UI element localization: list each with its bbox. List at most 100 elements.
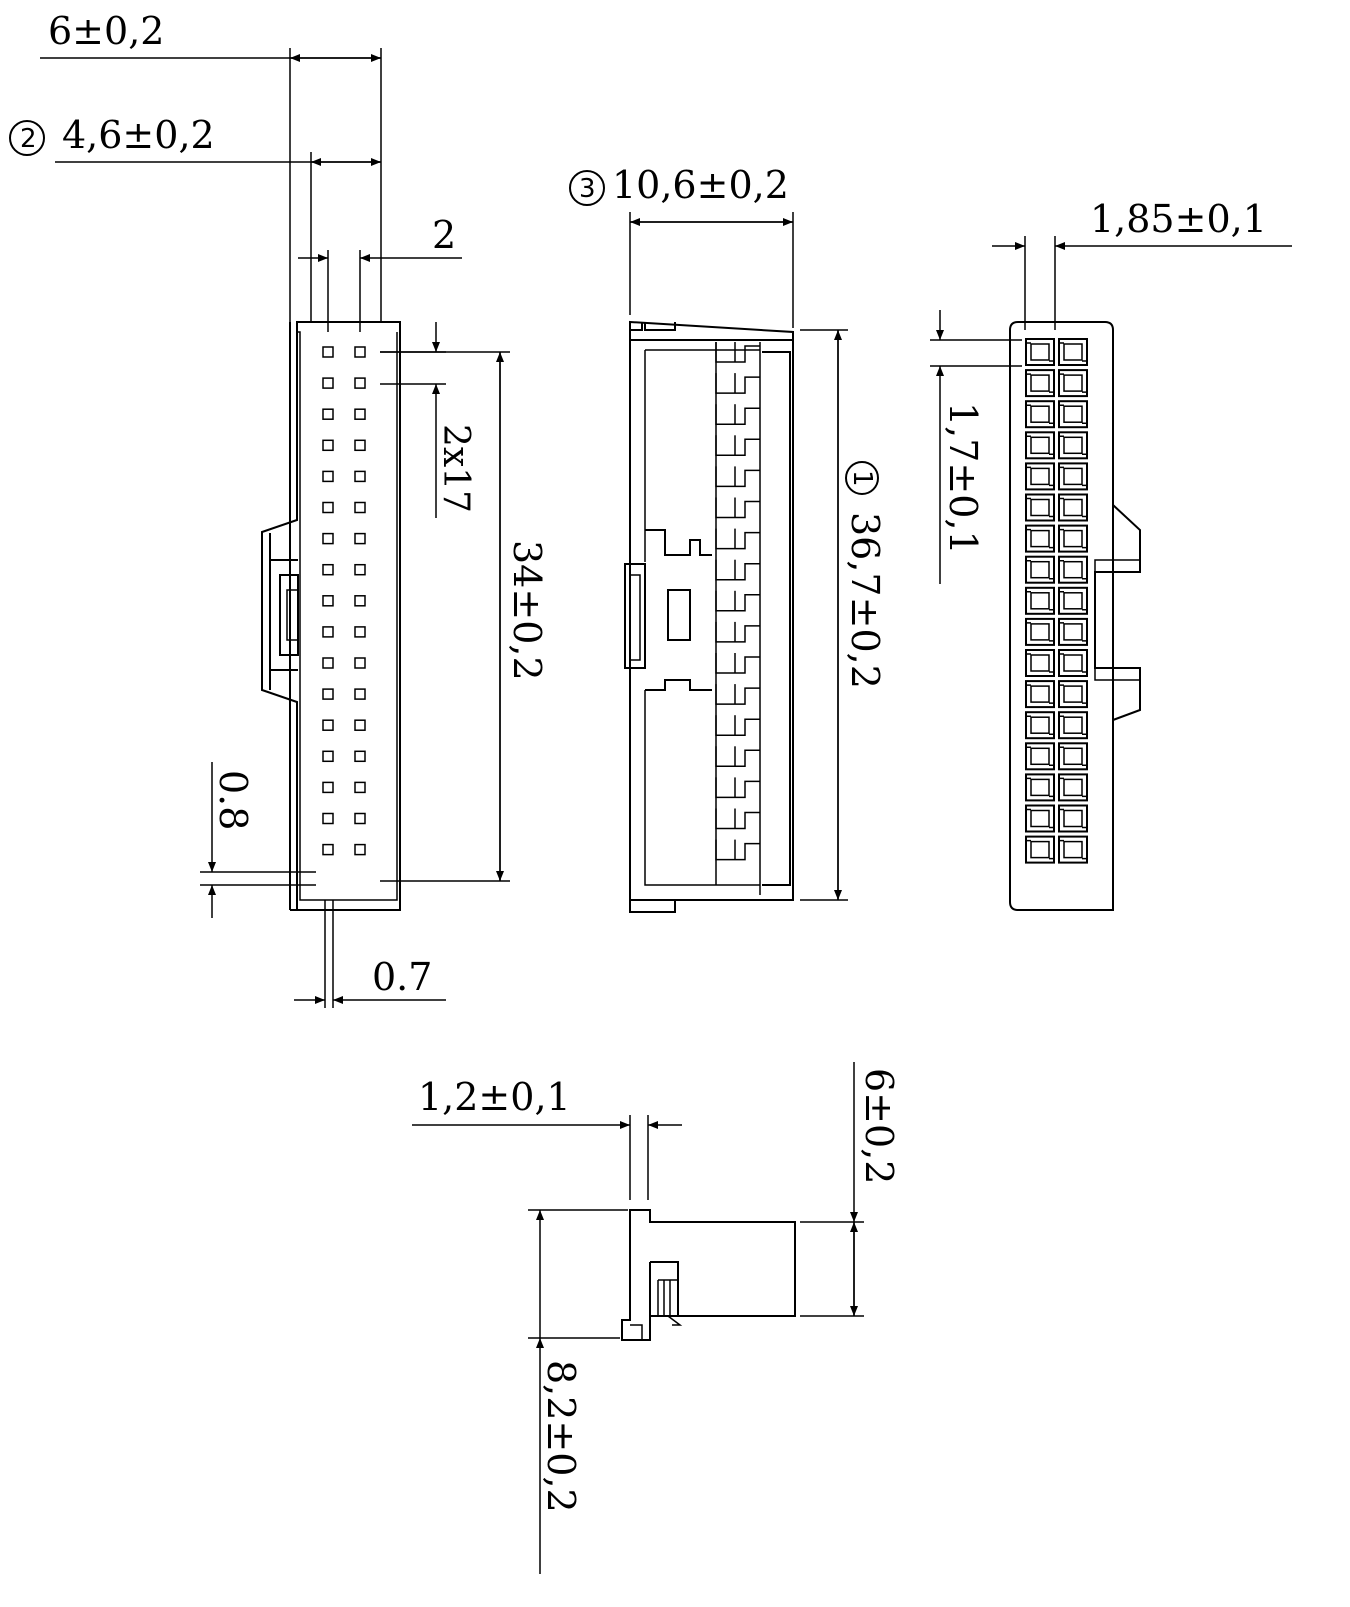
contact-cell-inner bbox=[1063, 436, 1083, 455]
contact-cell-inner bbox=[1030, 529, 1050, 548]
dim-overall-width: 6±0,2 bbox=[40, 9, 382, 322]
contact-cell-inner bbox=[1030, 840, 1050, 859]
pin-hole bbox=[322, 781, 334, 794]
contact-tooth bbox=[715, 466, 760, 488]
contact-cell bbox=[1058, 338, 1088, 366]
contact-cell bbox=[1025, 742, 1055, 771]
contact-cell bbox=[1058, 617, 1088, 646]
dim-inner-width: 2 4,6±0,2 bbox=[9, 113, 381, 322]
contact-cell-key bbox=[1026, 777, 1054, 798]
ref-circle-1-num: 1 bbox=[847, 470, 877, 487]
dim-offset-bottom: 0.8 bbox=[200, 762, 316, 918]
pin-hole bbox=[322, 595, 334, 607]
contact-cell-key bbox=[1026, 404, 1054, 424]
pin-hole bbox=[354, 408, 366, 420]
contact-cell-inner bbox=[1030, 592, 1050, 610]
contact-tooth bbox=[715, 528, 760, 550]
contact-cell-key bbox=[1026, 342, 1054, 362]
dim-depth: 3 10,6±0,2 bbox=[569, 163, 794, 328]
contact-cell bbox=[1058, 742, 1088, 771]
contact-cell-inner bbox=[1063, 592, 1083, 610]
dim-overall-width-label: 6±0,2 bbox=[48, 9, 164, 53]
contact-cell-key bbox=[1026, 591, 1054, 611]
contact-cell-key bbox=[1026, 559, 1054, 580]
contact-cell-key bbox=[1059, 435, 1087, 456]
contact-tooth bbox=[715, 746, 760, 768]
dim-pitch-x: 2 bbox=[298, 213, 462, 332]
ref-circle-2 bbox=[9, 120, 45, 156]
dim-side-height: 6±0,2 bbox=[800, 1062, 901, 1317]
contact-cell-inner bbox=[1063, 778, 1083, 797]
contact-cell-key bbox=[1026, 373, 1054, 393]
dim-side-height-label: 6±0,2 bbox=[857, 1068, 901, 1184]
contact-cell bbox=[1025, 369, 1055, 398]
dim-total-height-label: 8,2±0,2 bbox=[539, 1360, 583, 1513]
contact-tooth bbox=[715, 839, 760, 861]
contact-cell-inner bbox=[1063, 529, 1083, 548]
dim-cell-pitch-label: 1,85±0,1 bbox=[1090, 197, 1267, 241]
contact-cell bbox=[1058, 493, 1088, 522]
pin-hole bbox=[322, 346, 334, 358]
dim-length-label: 36,7±0,2 bbox=[843, 512, 887, 689]
contact-tooth bbox=[715, 435, 760, 457]
ref-circle-3-num: 3 bbox=[579, 174, 596, 204]
pin-hole bbox=[354, 750, 366, 763]
cell-grid bbox=[1025, 338, 1088, 864]
pin-hole bbox=[354, 843, 366, 856]
contact-cell-inner bbox=[1030, 467, 1050, 486]
contact-cell-key bbox=[1059, 466, 1087, 487]
contact-cell bbox=[1025, 431, 1055, 460]
pin-hole bbox=[322, 750, 334, 763]
dim-total-height: 8,2±0,2 bbox=[528, 1209, 628, 1574]
contact-cell-key bbox=[1026, 715, 1054, 735]
contact-cell-inner bbox=[1063, 467, 1083, 486]
contact-cell bbox=[1025, 555, 1055, 584]
dim-pin-size: 0.7 bbox=[294, 900, 446, 1008]
pin-hole bbox=[322, 377, 334, 389]
dim-pitch-y-label: 2x17 bbox=[435, 424, 476, 513]
contact-cell-inner bbox=[1030, 685, 1050, 703]
contact-cell-inner bbox=[1063, 685, 1083, 703]
contact-cell-key bbox=[1026, 497, 1054, 518]
side-view bbox=[624, 320, 794, 913]
pin-hole bbox=[354, 781, 366, 794]
front-view bbox=[261, 321, 401, 911]
dim-depth-label: 10,6±0,2 bbox=[612, 163, 789, 207]
ref-circle-2-num: 2 bbox=[20, 124, 37, 154]
contact-cell-key bbox=[1059, 591, 1087, 611]
pin-hole bbox=[322, 657, 334, 669]
dim-latch-width-label: 1,2±0,1 bbox=[418, 1075, 571, 1119]
contact-cell-inner bbox=[1063, 716, 1083, 734]
pin-hole bbox=[354, 439, 366, 452]
contact-tooth bbox=[715, 777, 760, 799]
contact-cell bbox=[1058, 773, 1088, 802]
contact-cell-key bbox=[1059, 622, 1087, 642]
pin-hole bbox=[322, 470, 334, 483]
pin-hole bbox=[354, 563, 366, 576]
bottom-view bbox=[621, 1209, 796, 1341]
contact-cell-key bbox=[1026, 839, 1054, 860]
contact-cell-inner bbox=[1063, 374, 1083, 392]
contact-cell bbox=[1025, 462, 1055, 491]
contact-cell-inner bbox=[1063, 498, 1083, 517]
contact-cell bbox=[1025, 400, 1055, 429]
pin-grid bbox=[322, 346, 366, 856]
dim-offset-bottom-label: 0.8 bbox=[211, 770, 255, 830]
contact-tooth bbox=[715, 808, 760, 830]
contact-cell bbox=[1058, 462, 1088, 491]
pin-hole bbox=[322, 501, 334, 514]
contact-tooth bbox=[715, 621, 760, 643]
dim-cell-pitch: 1,85±0,1 bbox=[992, 197, 1292, 330]
contact-tooth bbox=[715, 653, 760, 674]
ref-circle-1 bbox=[845, 461, 879, 495]
contact-cell bbox=[1025, 804, 1055, 833]
contact-cell-inner bbox=[1030, 778, 1050, 797]
pin-hole bbox=[354, 501, 366, 514]
contact-cell-key bbox=[1059, 808, 1087, 829]
contact-cell-key bbox=[1026, 466, 1054, 487]
pin-hole bbox=[354, 377, 366, 389]
pin-hole bbox=[354, 595, 366, 607]
contact-cell-inner bbox=[1030, 716, 1050, 734]
dim-row-span-label: 34±0,2 bbox=[505, 540, 549, 681]
